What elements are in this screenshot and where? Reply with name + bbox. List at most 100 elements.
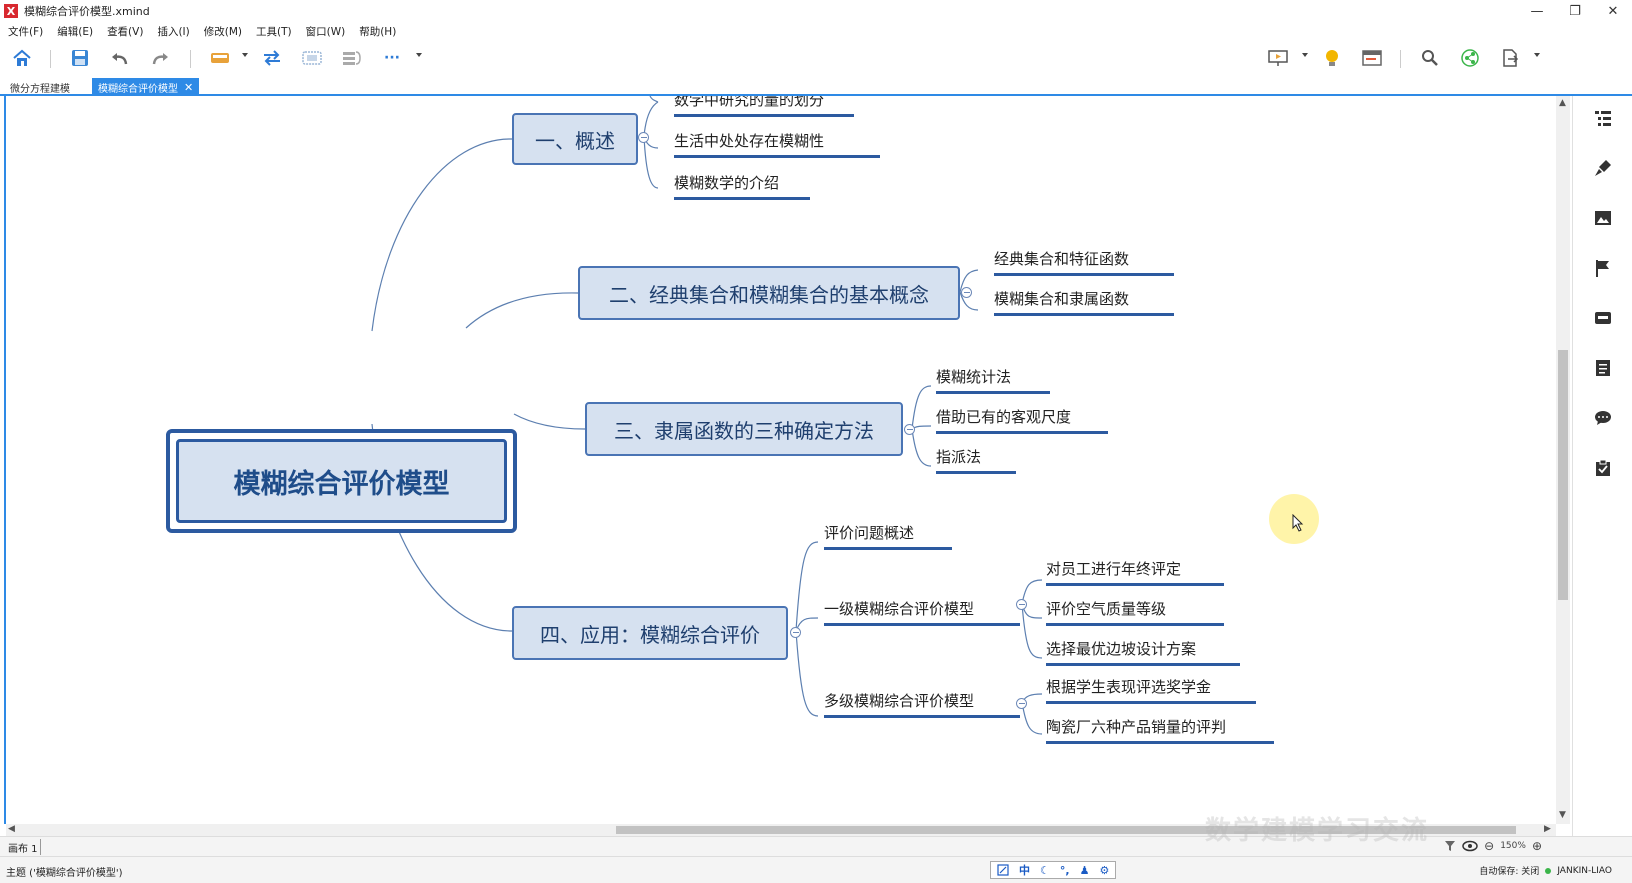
toolbar: ···: [0, 40, 1632, 76]
relationship-icon[interactable]: [260, 46, 284, 70]
scroll-up-icon[interactable]: ▲: [1559, 98, 1566, 108]
subtopic[interactable]: 模糊集合和隶属函数: [994, 288, 1174, 316]
topic-icon[interactable]: [208, 46, 232, 70]
ime-moon-icon[interactable]: ☾: [1040, 863, 1050, 877]
label-icon[interactable]: [1591, 306, 1615, 330]
menu-file[interactable]: 文件(F): [8, 25, 44, 38]
subtopic[interactable]: 评价问题概述: [824, 522, 952, 550]
leaf-topic[interactable]: 评价空气质量等级: [1046, 598, 1224, 626]
zoom-in-icon[interactable]: ⊕: [1531, 839, 1542, 853]
tab-close-icon[interactable]: ✕: [184, 80, 194, 94]
minimize-button[interactable]: —: [1530, 3, 1544, 19]
vertical-scrollbar[interactable]: ▲ ▼: [1556, 96, 1570, 824]
root-topic[interactable]: 模糊综合评价模型: [166, 429, 517, 533]
outline-panel-icon[interactable]: [1591, 106, 1615, 130]
branch-label: 一、概述: [535, 128, 615, 153]
menu-tools[interactable]: 工具(T): [256, 25, 292, 38]
subtopic[interactable]: 模糊数学的介绍: [674, 172, 810, 200]
ime-chinese-indicator[interactable]: 中: [1019, 864, 1030, 877]
watermark: 数学建模学习交流: [1205, 816, 1430, 846]
user-name[interactable]: JANKIN-LIAO: [1557, 865, 1612, 876]
export-icon[interactable]: [1498, 46, 1522, 70]
leaf-topic[interactable]: 根据学生表现评选奖学金: [1046, 676, 1256, 704]
title-bar: X 模糊综合评价模型.xmind — ❐ ✕: [0, 0, 1632, 22]
scroll-right-icon[interactable]: ▶: [1544, 824, 1551, 834]
collapse-toggle-icon[interactable]: [961, 287, 972, 298]
scroll-down-icon[interactable]: ▼: [1559, 810, 1566, 820]
subtopic[interactable]: 借助已有的客观尺度: [936, 406, 1108, 434]
comment-icon[interactable]: [1591, 406, 1615, 430]
collapse-toggle-icon[interactable]: [904, 424, 915, 435]
more-icon[interactable]: ···: [384, 50, 400, 66]
collapse-toggle-icon[interactable]: [638, 132, 649, 143]
subtopic[interactable]: 生活中处处存在模糊性: [674, 130, 880, 158]
notes-icon[interactable]: [1591, 356, 1615, 380]
subtopic[interactable]: 模糊统计法: [936, 366, 1050, 394]
collapse-toggle-icon[interactable]: [1016, 599, 1027, 610]
sheet-tab[interactable]: 画布 1: [8, 844, 38, 855]
subtopic[interactable]: 数学中研究的量的划分: [674, 96, 854, 117]
ime-switch-icon[interactable]: [997, 864, 1009, 876]
horizontal-scroll-thumb[interactable]: [616, 826, 1516, 834]
export-dropdown-caret[interactable]: [1534, 53, 1540, 57]
collapse-toggle-icon[interactable]: [1016, 698, 1027, 709]
task-icon[interactable]: [1591, 456, 1615, 480]
horizontal-scrollbar[interactable]: ◀ ▶: [6, 824, 1556, 836]
boundary-icon[interactable]: [300, 46, 324, 70]
ime-user-icon[interactable]: ♟: [1079, 863, 1090, 877]
presentation-dropdown-caret[interactable]: [1302, 53, 1308, 57]
filter-icon[interactable]: [1444, 840, 1456, 852]
branch-topic-membership-methods[interactable]: 三、隶属函数的三种确定方法: [585, 402, 903, 456]
branch-topic-application[interactable]: 四、应用：模糊综合评价: [512, 606, 788, 660]
leaf-topic[interactable]: 对员工进行年终评定: [1046, 558, 1224, 586]
mindmap-connectors: [371, 96, 1043, 735]
menu-modify[interactable]: 修改(M): [203, 25, 243, 38]
eye-icon[interactable]: [1462, 840, 1478, 852]
zoom-out-icon[interactable]: ⊖: [1484, 839, 1495, 853]
idea-icon[interactable]: [1320, 46, 1344, 70]
subtopic-first-level-model[interactable]: 一级模糊综合评价模型: [824, 598, 1020, 626]
format-brush-icon[interactable]: [1591, 156, 1615, 180]
autosave-status[interactable]: 自动保存: 关闭: [1479, 867, 1540, 877]
subtopic[interactable]: 指派法: [936, 446, 1016, 474]
menu-window[interactable]: 窗口(W): [305, 25, 346, 38]
tab-fuzzy-evaluation[interactable]: 模糊综合评价模型 ✕: [92, 78, 200, 96]
presentation-icon[interactable]: [1266, 46, 1290, 70]
vertical-scroll-thumb[interactable]: [1558, 350, 1568, 600]
tab-differential-equation[interactable]: 微分方程建模: [4, 78, 76, 96]
branch-topic-overview[interactable]: 一、概述: [512, 113, 638, 165]
menu-view[interactable]: 查看(V): [107, 25, 144, 38]
subtopic-multi-level-model[interactable]: 多级模糊综合评价模型: [824, 690, 1020, 718]
root-topic-label: 模糊综合评价模型: [176, 439, 507, 523]
undo-icon[interactable]: [108, 46, 132, 70]
restore-button[interactable]: ❐: [1569, 3, 1581, 19]
menu-insert[interactable]: 插入(I): [157, 25, 190, 38]
ime-settings-icon[interactable]: ⚙: [1099, 863, 1110, 877]
outline-icon[interactable]: [1360, 46, 1384, 70]
more-dropdown-caret[interactable]: [416, 53, 422, 57]
scroll-left-icon[interactable]: ◀: [8, 824, 15, 834]
close-button[interactable]: ✕: [1607, 3, 1619, 19]
redo-icon[interactable]: [148, 46, 172, 70]
collapse-toggle-icon[interactable]: [790, 627, 801, 638]
topic-dropdown-caret[interactable]: [242, 53, 248, 57]
ime-punctuation-icon[interactable]: °,: [1059, 863, 1070, 877]
image-icon[interactable]: [1591, 206, 1615, 230]
subtopic[interactable]: 经典集合和特征函数: [994, 248, 1174, 276]
mindmap-canvas[interactable]: 模糊综合评价模型 一、概述 数学中研究的量的划分 生活中处处存在模糊性 模糊数学…: [4, 96, 1572, 824]
summary-icon[interactable]: [340, 46, 364, 70]
toolbar-separator: [190, 50, 191, 68]
marker-flag-icon[interactable]: [1591, 256, 1615, 280]
share-icon[interactable]: [1458, 46, 1482, 70]
home-icon[interactable]: [10, 46, 34, 70]
branch-label: 四、应用：模糊综合评价: [540, 622, 760, 647]
branch-topic-basic-concepts[interactable]: 二、经典集合和模糊集合的基本概念: [578, 266, 960, 320]
search-icon[interactable]: [1418, 46, 1442, 70]
status-bar: 主题 ('模糊综合评价模型') 中 ☾ °, ♟ ⚙ 自动保存: 关闭 JANK…: [0, 856, 1632, 883]
save-icon[interactable]: [68, 46, 92, 70]
menu-help[interactable]: 帮助(H): [359, 25, 397, 38]
zoom-level[interactable]: 150%: [1500, 841, 1526, 851]
leaf-topic[interactable]: 选择最优边坡设计方案: [1046, 638, 1240, 666]
menu-edit[interactable]: 编辑(E): [57, 25, 94, 38]
leaf-topic[interactable]: 陶瓷厂六种产品销量的评判: [1046, 716, 1274, 744]
